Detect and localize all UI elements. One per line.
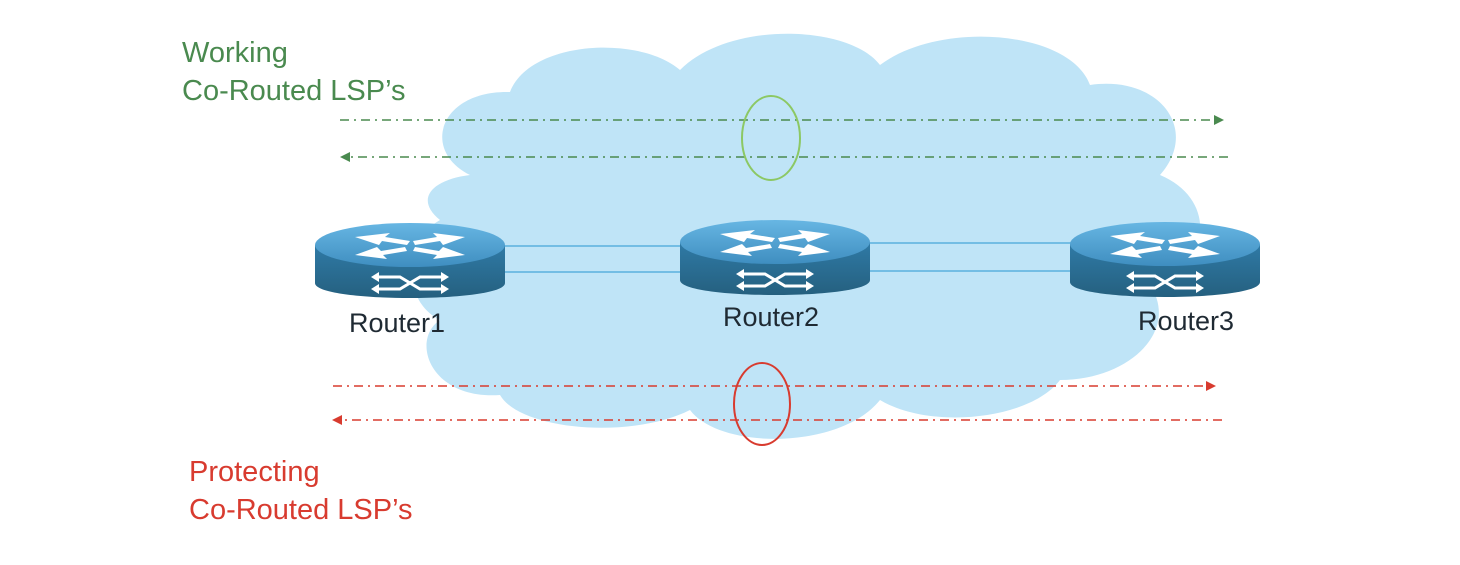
protecting-lsp-label: Protecting Co-Routed LSP’s	[189, 453, 413, 529]
protecting-lsp-group-marker	[733, 362, 791, 446]
working-label-line1: Working	[182, 37, 288, 69]
router-2-icon	[678, 218, 872, 297]
working-lsp-group-marker	[741, 95, 801, 181]
working-lsp-label: Working Co-Routed LSP’s	[182, 34, 406, 110]
router-3-icon	[1068, 220, 1262, 299]
working-label-line2: Co-Routed LSP’s	[182, 75, 406, 107]
protecting-label-line1: Protecting	[189, 456, 320, 488]
working-lsp-lines	[340, 115, 1228, 162]
router-1-label: Router1	[348, 308, 446, 338]
router-2-label: Router2	[722, 302, 820, 332]
router-1-icon	[313, 221, 507, 300]
router-links	[505, 242, 1072, 273]
protecting-lsp-lines	[332, 381, 1222, 425]
protecting-label-line2: Co-Routed LSP’s	[189, 494, 413, 526]
router-3-label: Router3	[1137, 306, 1235, 336]
